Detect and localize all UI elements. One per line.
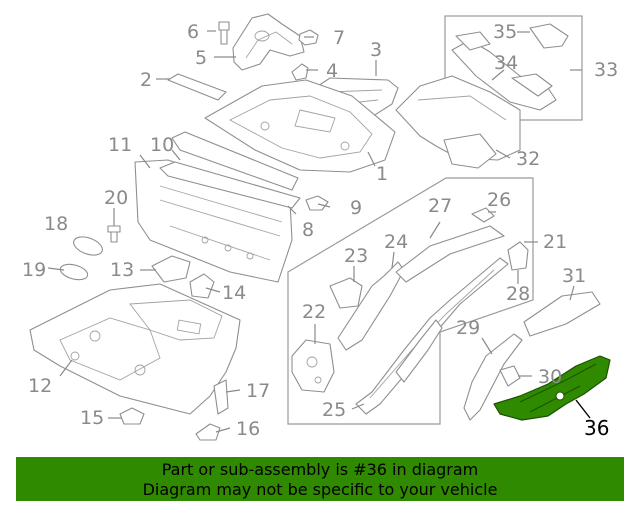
callout-11: 11: [108, 134, 132, 156]
callout-5: 5: [195, 47, 207, 69]
callout-15: 15: [80, 407, 104, 429]
callout-4: 4: [326, 60, 338, 82]
part-25-rail-section: [395, 319, 443, 383]
callout-25: 25: [322, 399, 346, 421]
part-9-clip: [305, 195, 329, 211]
part-2-bar: [167, 73, 227, 101]
callout-23: 23: [344, 245, 368, 267]
callout-8: 8: [302, 219, 314, 241]
part-8-reinforcement: [159, 161, 301, 209]
callout-1: 1: [376, 163, 388, 185]
callout-36: 36: [584, 416, 609, 440]
part-29-rail: [463, 333, 523, 421]
part-16-bracket: [195, 423, 221, 441]
callout-19: 19: [22, 259, 46, 281]
part-33-bracket-right: [511, 73, 553, 97]
callout-20: 20: [104, 187, 128, 209]
callout-16: 16: [236, 418, 260, 440]
callout-12: 12: [28, 375, 52, 397]
part-19-grommet: [59, 263, 89, 281]
banner-line-1: Part or sub-assembly is #36 in diagram: [161, 460, 479, 479]
part-18-grommet: [73, 236, 103, 256]
callout-14: 14: [222, 282, 246, 304]
callout-18: 18: [44, 213, 68, 235]
part-30-bracket: [499, 365, 521, 387]
part-23-bracket: [329, 277, 363, 309]
banner-line-2: Diagram may not be specific to your vehi…: [142, 480, 498, 499]
leader-lines: [47, 30, 591, 433]
part-17-bracket: [213, 379, 229, 415]
callout-29: 29: [456, 317, 480, 339]
callout-33: 33: [594, 59, 618, 81]
callout-35: 35: [493, 21, 517, 43]
part-20-bolt: [107, 225, 121, 243]
part-5-bracket: [232, 13, 305, 71]
part-13-bracket: [151, 255, 191, 283]
callout-27: 27: [428, 195, 452, 217]
part-32-housing: [395, 75, 521, 169]
part-36-highlighted: [493, 355, 611, 421]
part-14-bracket: [189, 273, 215, 299]
callout-26: 26: [487, 189, 511, 211]
parts-diagram: 6 5 7 3 2 4 1 11 10 9 8 20 18 19 13 14 1…: [22, 13, 618, 441]
part-10-upper-panel: [171, 131, 299, 191]
part-27-rail: [395, 225, 505, 283]
callout-31: 31: [562, 265, 586, 287]
callout-32: 32: [516, 148, 540, 170]
part-4-clip: [291, 63, 309, 81]
part-31-crossmember: [523, 291, 601, 337]
callout-22: 22: [302, 301, 326, 323]
callout-21: 21: [543, 231, 567, 253]
part-15-bracket: [119, 407, 145, 425]
callout-13: 13: [110, 259, 134, 281]
part-28-bracket: [507, 241, 529, 271]
part-1-floor-pan: [204, 79, 396, 173]
callout-6: 6: [187, 21, 199, 43]
info-banner: Part or sub-assembly is #36 in diagram D…: [16, 457, 624, 501]
callout-10: 10: [150, 134, 174, 156]
part-22-bracket: [291, 339, 335, 393]
callout-2: 2: [140, 69, 152, 91]
part-6-bolt: [218, 21, 230, 45]
callout-34: 34: [494, 52, 518, 74]
part-33-bracket-left: [455, 31, 491, 51]
part-12-floor-pan: [29, 283, 241, 415]
callout-24: 24: [384, 231, 408, 253]
callout-3: 3: [370, 39, 382, 61]
callout-30: 30: [538, 366, 562, 388]
callout-9: 9: [350, 197, 362, 219]
part-35-bracket: [529, 23, 569, 49]
callout-labels: 6 5 7 3 2 4 1 11 10 9 8 20 18 19 13 14 1…: [22, 21, 618, 440]
callout-28: 28: [506, 283, 530, 305]
callout-7: 7: [333, 27, 345, 49]
group-21-box: [287, 177, 534, 425]
callout-17: 17: [246, 380, 270, 402]
